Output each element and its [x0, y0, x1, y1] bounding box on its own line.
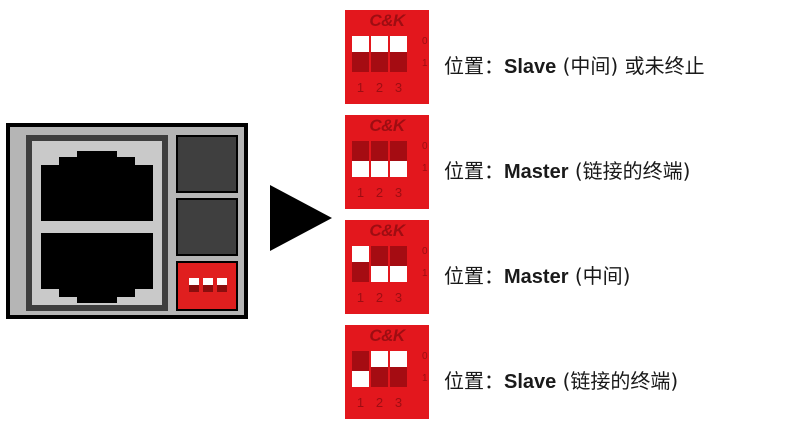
- dip-switch-number: 1: [356, 290, 365, 305]
- rj45-port-bottom: [41, 229, 153, 304]
- dip-switch-number: 3: [394, 395, 403, 410]
- position-detail: (中间) 或未终止: [556, 54, 705, 78]
- dip-slot: [390, 141, 407, 177]
- dip-slot: [390, 351, 407, 387]
- position-detail: (链接的终端): [556, 369, 679, 393]
- position-detail: (中间): [568, 264, 631, 288]
- position-prefix: 位置：: [444, 54, 504, 78]
- dip-slot: [371, 141, 388, 177]
- indicator-box-bottom: [176, 198, 238, 256]
- dip-lever-off: [352, 36, 369, 52]
- dip-brand-label: C&K: [369, 221, 405, 240]
- dip-on-mark: 1: [422, 373, 428, 384]
- dip-switch-number: 2: [375, 80, 384, 95]
- dip-lever-off: [352, 246, 369, 262]
- indicator-box-top: [176, 135, 238, 193]
- panel-dip-switch: [176, 261, 238, 311]
- dip-switch-number: 2: [375, 185, 384, 200]
- dip-lever-on: [371, 266, 388, 282]
- dip-switch-number: 1: [356, 185, 365, 200]
- position-role: Master: [504, 266, 569, 288]
- rj45-well: [32, 141, 162, 305]
- position-role: Slave: [504, 56, 557, 78]
- dip-brand-label: C&K: [369, 11, 405, 30]
- dip-slot: [371, 36, 388, 72]
- position-detail: (链接的终端): [568, 159, 691, 183]
- position-description: 位置：Master (中间): [444, 260, 630, 289]
- dip-off-mark: 0: [422, 351, 428, 362]
- dip-lever-off: [371, 36, 388, 52]
- position-description: 位置：Slave (链接的终端): [444, 365, 678, 394]
- connector-panel: [6, 123, 248, 319]
- dip-lever-off: [390, 351, 407, 367]
- dip-slot: [390, 246, 407, 282]
- dip-slot: [390, 36, 407, 72]
- panel-dip-lever: [203, 278, 213, 292]
- position-prefix: 位置：: [444, 159, 504, 183]
- dip-switch-number: 3: [394, 290, 403, 305]
- position-prefix: 位置：: [444, 369, 504, 393]
- dip-slot: [371, 246, 388, 282]
- dip-slot: [352, 141, 369, 177]
- dip-off-mark: 0: [422, 36, 428, 47]
- dip-brand-label: C&K: [369, 116, 405, 135]
- dip-switch-number: 1: [356, 80, 365, 95]
- panel-dip-lever: [189, 278, 199, 292]
- dip-off-mark: 0: [422, 246, 428, 257]
- panel-face: [10, 127, 244, 315]
- position-role: Master: [504, 161, 569, 183]
- dip-lever-on: [371, 161, 388, 177]
- dip-lever-on: [352, 371, 369, 387]
- rj45-frame: [26, 135, 168, 311]
- dip-on-mark: 1: [422, 268, 428, 279]
- dip-switch-number: 1: [356, 395, 365, 410]
- dip-slot: [352, 246, 369, 282]
- dip-slot: [352, 351, 369, 387]
- position-role: Slave: [504, 371, 557, 393]
- position-description: 位置：Slave (中间) 或未终止: [444, 50, 705, 79]
- panel-dip-lever: [217, 278, 227, 292]
- dip-slot: [371, 351, 388, 387]
- dip-switch-number: 3: [394, 185, 403, 200]
- dip-brand-label: C&K: [369, 326, 405, 345]
- right-arrow-icon: [270, 185, 332, 251]
- dip-lever-off: [371, 351, 388, 367]
- rj45-port-top: [41, 151, 153, 226]
- position-prefix: 位置：: [444, 264, 504, 288]
- dip-on-mark: 1: [422, 58, 428, 69]
- dip-lever-on: [390, 161, 407, 177]
- position-description: 位置：Master (链接的终端): [444, 155, 690, 184]
- dip-on-mark: 1: [422, 163, 428, 174]
- dip-lever-on: [390, 266, 407, 282]
- dip-off-mark: 0: [422, 141, 428, 152]
- dip-lever-on: [352, 161, 369, 177]
- dip-slot: [352, 36, 369, 72]
- dip-switch-number: 2: [375, 290, 384, 305]
- dip-switch-number: 2: [375, 395, 384, 410]
- dip-switch-number: 3: [394, 80, 403, 95]
- dip-lever-off: [390, 36, 407, 52]
